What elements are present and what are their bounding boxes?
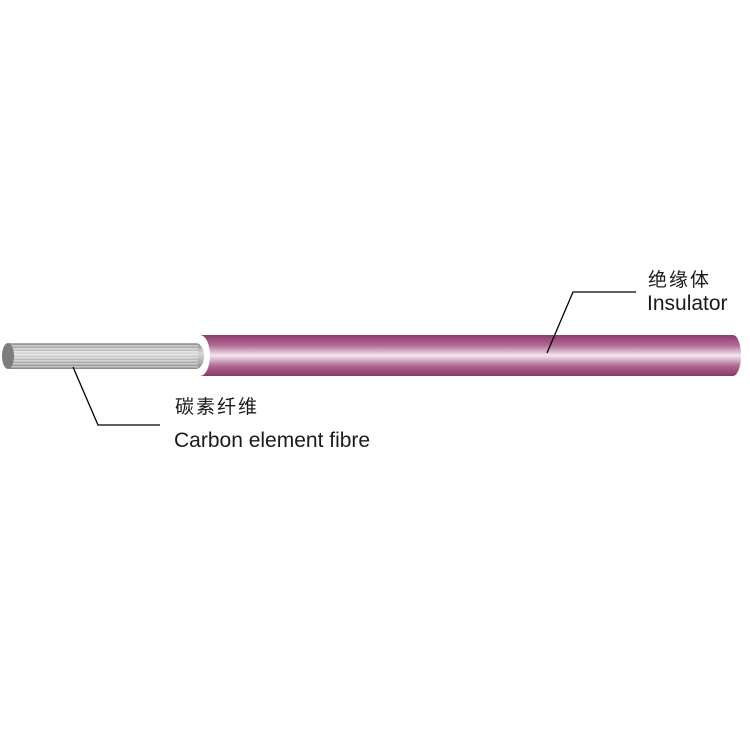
insulator-label-cn: 绝缘体 <box>648 269 712 291</box>
insulator-label-en: Insulator <box>647 292 728 315</box>
insulator-leader-line <box>546 291 636 354</box>
insulator-sheath <box>200 335 741 376</box>
carbon-fibre-conductor <box>2 343 204 369</box>
conductor-label-en: Carbon element fibre <box>174 429 371 452</box>
conductor-label-cn: 碳素纤维 <box>175 396 260 418</box>
conductor-leader-line <box>72 366 160 426</box>
